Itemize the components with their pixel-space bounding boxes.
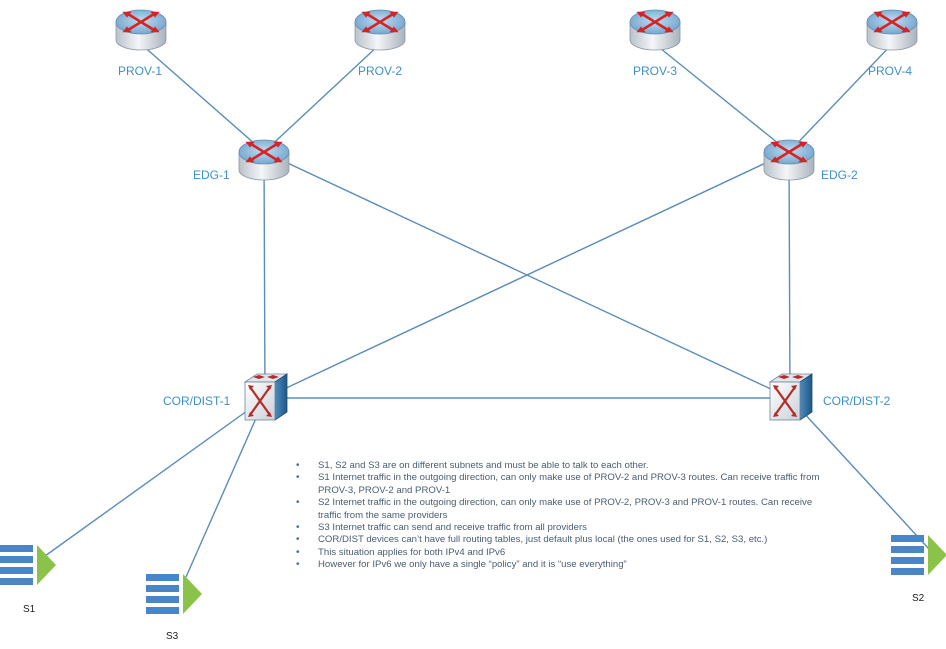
s1-label: S1 [23,604,36,615]
link-cor2-s2 [789,397,931,551]
s3-label: S3 [166,631,179,642]
edg-1-label: EDG-1 [193,168,230,182]
prov-3-label: PROV-3 [633,64,678,78]
link-prov3-edg2 [654,43,790,153]
note-item: S2 Internet traffic in the outgoing dire… [296,497,826,522]
prov-1-router-icon[interactable] [113,0,169,56]
cor-dist-1-switch-icon[interactable] [239,372,291,424]
prov-4-router-icon[interactable] [864,0,920,56]
link-edg2-cor2 [788,151,791,399]
link-prov4-edg2 [788,43,893,153]
edg-2-label: EDG-2 [821,168,858,182]
prov-2-router-icon[interactable] [352,0,408,56]
link-prov1-edg1 [140,43,265,153]
note-item: COR/DIST devices can’t have full routing… [296,534,826,547]
note-item: S1 Internet traffic in the outgoing dire… [296,472,826,497]
note-item: S1, S2 and S3 are on different subnets a… [296,460,826,473]
cor-dist-2-switch-icon[interactable] [764,372,816,424]
prov-3-router-icon[interactable] [627,0,683,56]
link-cor1-s1 [44,397,266,557]
s2-server-icon[interactable] [891,533,946,579]
edg-1-router-icon[interactable] [236,130,292,186]
link-edg1-cor1 [263,151,266,399]
cor-dist-1-label: COR/DIST-1 [163,394,231,408]
cor-dist-2-label: COR/DIST-2 [823,394,891,408]
edg-2-router-icon[interactable] [761,130,817,186]
s2-label: S2 [912,593,925,604]
link-cor1-s3 [185,397,266,578]
note-item: However for IPv6 we only have a single “… [296,559,826,572]
requirements-notes: S1, S2 and S3 are on different subnets a… [296,460,826,572]
link-prov2-edg1 [263,43,381,153]
link-edg2-cor1 [264,151,790,399]
s1-server-icon[interactable] [0,543,56,589]
prov-2-label: PROV-2 [358,64,403,78]
s3-server-icon[interactable] [146,572,202,618]
prov-4-label: PROV-4 [868,64,913,78]
note-item: S3 Internet traffic can send and receive… [296,522,826,535]
note-item: This situation applies for both IPv4 and… [296,547,826,560]
prov-1-label: PROV-1 [118,64,163,78]
